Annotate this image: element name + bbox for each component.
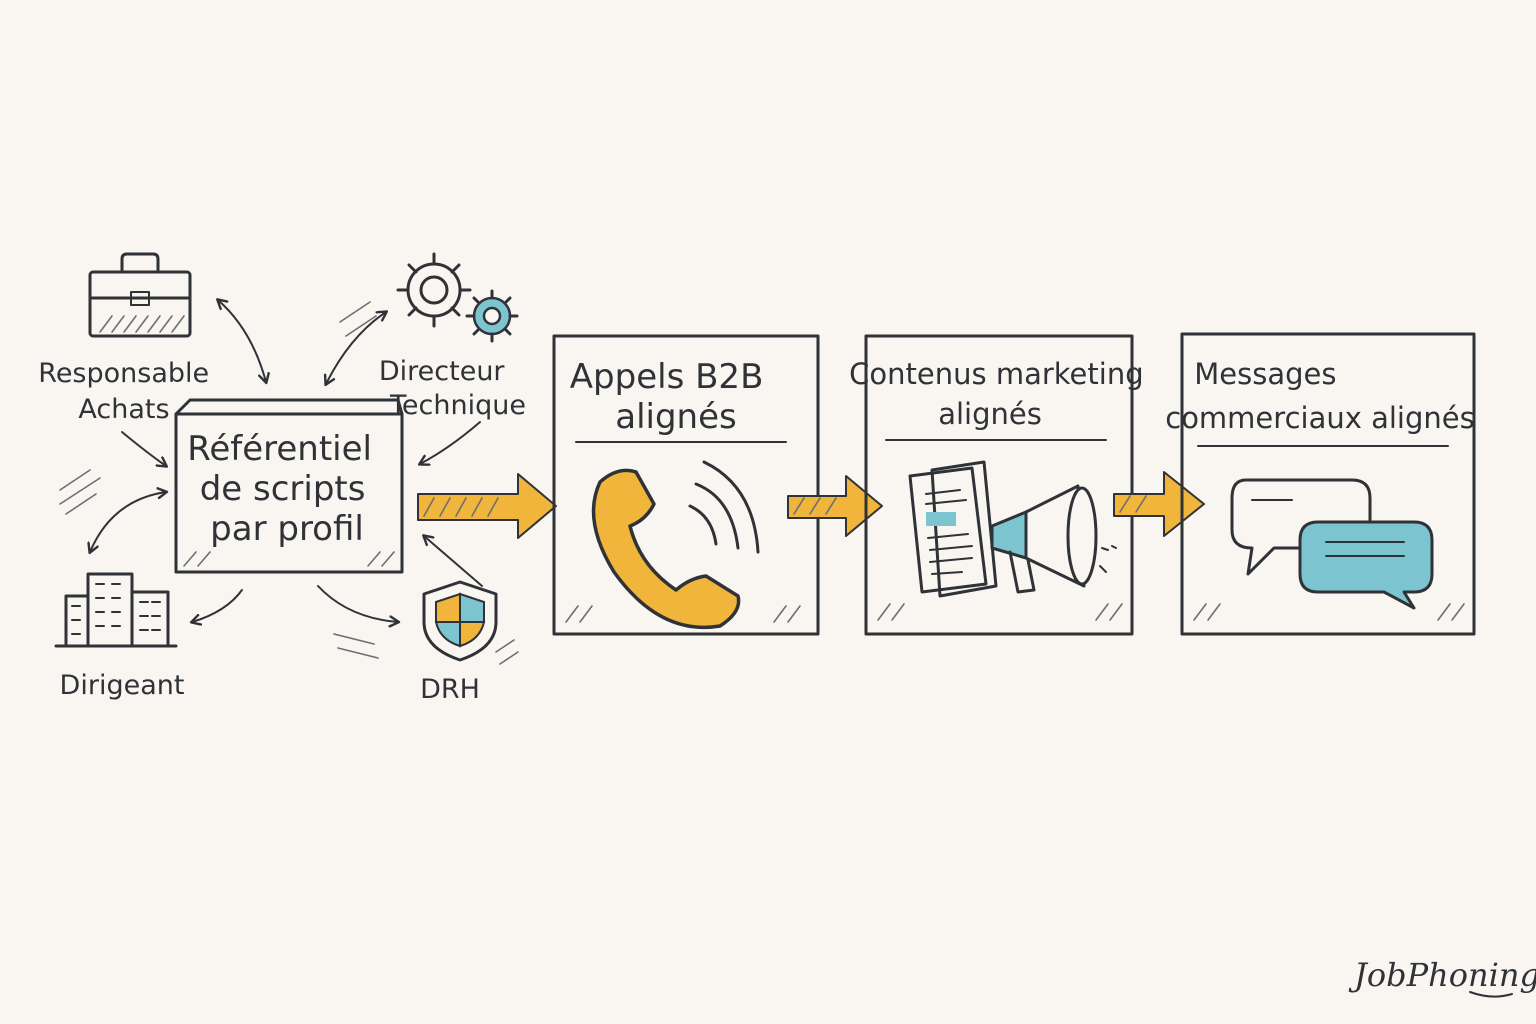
profile-executive-label: Dirigeant — [60, 670, 185, 701]
step-marketing-line-1: Contenus marketing — [849, 357, 1143, 391]
step-card-messages: Messages commerciaux alignés — [1165, 332, 1476, 636]
profile-hr-label: DRH — [420, 674, 480, 705]
profile-hr-line-1: DRH — [420, 674, 480, 705]
gears-icon — [396, 252, 519, 343]
profile-technical-label: Directeur Technique — [379, 356, 526, 421]
hub-line-2: de scripts — [200, 469, 366, 509]
profile-technical-line-2: Technique — [389, 390, 526, 421]
step-messages-line-2: commerciaux alignés — [1165, 401, 1474, 435]
flow-arrow-hub-to-step-1 — [417, 473, 557, 539]
profile-hr: DRH — [420, 580, 498, 705]
profile-executive-line-1: Dirigeant — [60, 670, 185, 701]
step-marketing-title: Contenus marketing alignés — [849, 357, 1153, 431]
step-messages-title: Messages commerciaux alignés — [1165, 357, 1474, 435]
step-card-marketing: Contenus marketing alignés — [849, 334, 1153, 636]
profile-purchasing: Responsable Achats — [38, 252, 217, 425]
megaphone-document-icon — [908, 460, 1117, 598]
hub-label: Référentiel de scripts par profil — [187, 429, 383, 549]
step-calls-line-1: Appels B2B — [570, 357, 764, 397]
profile-technical: Directeur Technique — [379, 252, 526, 421]
step-card-calls: Appels B2B alignés — [552, 334, 820, 636]
flow-arrow-step-2-to-3 — [1113, 471, 1205, 537]
flow-arrow-step-1-to-2 — [787, 475, 883, 537]
profile-purchasing-line-1: Responsable — [38, 358, 209, 389]
step-messages-line-1: Messages — [1194, 357, 1336, 391]
phone-icon — [591, 460, 760, 630]
chat-bubbles-icon — [1230, 478, 1434, 610]
hub-box: Référentiel de scripts par profil — [174, 398, 404, 574]
briefcase-icon — [88, 252, 192, 338]
hub-line-1: Référentiel — [187, 429, 372, 469]
shield-icon — [422, 580, 498, 662]
hub-line-3: par profil — [210, 509, 364, 549]
building-icon — [54, 572, 178, 648]
step-calls-title: Appels B2B alignés — [570, 357, 774, 437]
profile-purchasing-line-2: Achats — [78, 394, 169, 425]
brand-logo: JobPhoning — [1348, 956, 1536, 998]
profile-connectors — [59, 300, 519, 665]
step-marketing-line-2: alignés — [938, 397, 1042, 431]
brand-logo-text: JobPhoning — [1348, 956, 1536, 994]
profile-technical-line-1: Directeur — [379, 356, 506, 387]
step-calls-line-2: alignés — [615, 397, 737, 437]
profile-executive: Dirigeant — [54, 572, 185, 701]
profile-purchasing-label: Responsable Achats — [38, 358, 217, 425]
